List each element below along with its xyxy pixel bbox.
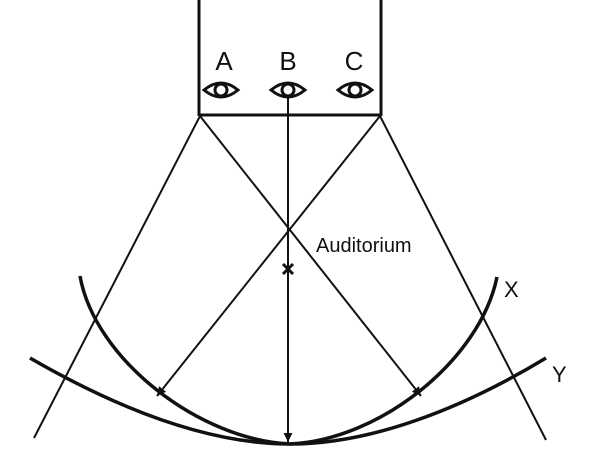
sight-line-cross-left bbox=[156, 115, 381, 397]
eye-icon bbox=[335, 81, 375, 99]
curve-y-label: Y bbox=[552, 362, 567, 387]
viewer-label-b: B bbox=[279, 46, 296, 76]
curve-x-label: X bbox=[504, 277, 519, 302]
auditorium-label: Auditorium bbox=[316, 235, 412, 257]
eye-icon bbox=[201, 81, 241, 99]
viewer-label-a: A bbox=[215, 46, 233, 76]
eye-icon bbox=[268, 81, 308, 99]
stage-box bbox=[197, 0, 383, 117]
sight-line-left-outer bbox=[33, 115, 201, 439]
curve-y bbox=[29, 356, 547, 446]
sight-line-cross-right bbox=[199, 115, 422, 397]
sight-line-right-outer bbox=[379, 115, 547, 441]
viewer-label-c: C bbox=[345, 46, 364, 76]
center-mark bbox=[281, 262, 295, 276]
